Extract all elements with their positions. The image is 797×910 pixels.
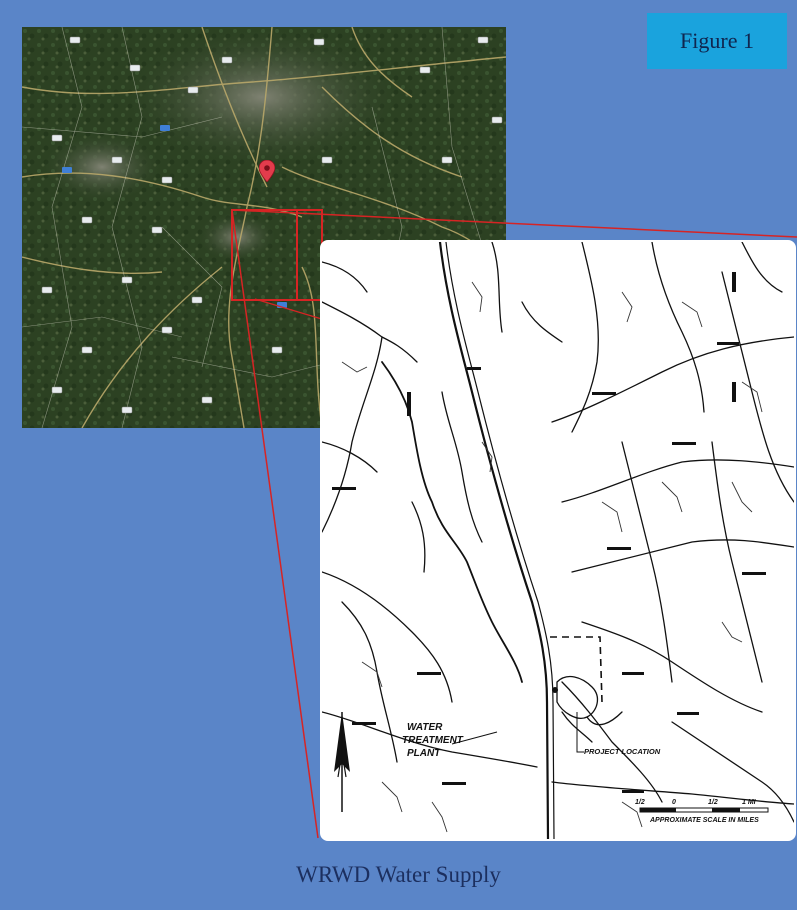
scale-bar: 1/2 0 1/2 1 MI APPROXIMATE SCALE IN MILE… bbox=[635, 799, 769, 824]
scale-tick-one-mile: 1 MI bbox=[742, 799, 757, 806]
scale-tick-half-right: 1/2 bbox=[708, 799, 718, 806]
figure-label-badge: Figure 1 bbox=[647, 13, 787, 69]
scale-caption: APPROXIMATE SCALE IN MILES bbox=[649, 817, 759, 824]
map-caption: WRWD Water Supply bbox=[296, 862, 501, 887]
label-treatment: TREATMENT bbox=[402, 735, 464, 746]
figure-label: Figure 1 bbox=[680, 28, 754, 53]
label-project-location: PROJECT LOCATION bbox=[584, 747, 661, 756]
scale-tick-half-left: 1/2 bbox=[635, 799, 645, 806]
north-arrow-icon bbox=[334, 712, 350, 812]
label-plant: PLANT bbox=[407, 748, 441, 759]
project-location-map: WATER TREATMENT PLANT PROJECT LOCATION 1… bbox=[320, 240, 796, 841]
label-water: WATER bbox=[407, 722, 443, 733]
scale-tick-zero: 0 bbox=[672, 799, 676, 806]
map-pin-icon bbox=[259, 160, 275, 182]
